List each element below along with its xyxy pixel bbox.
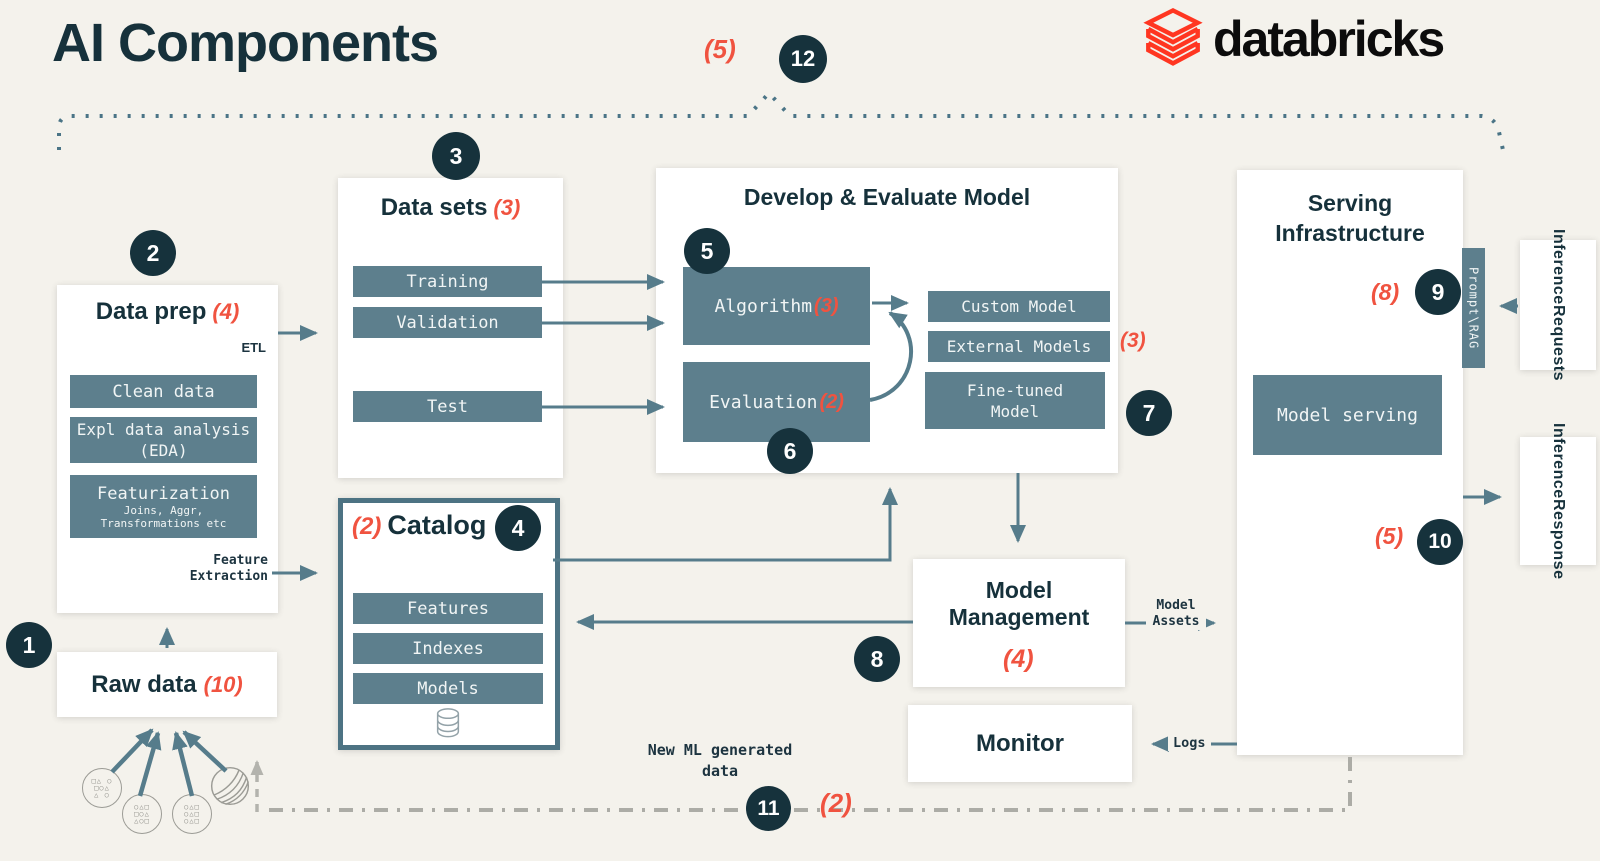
step-5: 5 xyxy=(684,228,730,274)
develop-evaluate-title: Develop & Evaluate Model xyxy=(743,184,1031,210)
raw-source-structured-icon: ○△□ ○△□ ○△□ xyxy=(172,794,212,834)
data-prep-title: Data prep xyxy=(95,298,207,325)
indexes-box: Indexes xyxy=(353,633,543,664)
data-prep-heading: Data prep (4) xyxy=(57,298,278,326)
external-models-box: External Models xyxy=(928,331,1110,362)
catalog-title: Catalog xyxy=(387,510,487,540)
glyph-row: ○△□ xyxy=(184,809,200,818)
glyph-row: □○△ xyxy=(134,809,150,818)
clean-data-box: Clean data xyxy=(70,375,257,408)
databricks-wordmark: databricks xyxy=(1213,10,1445,67)
data-sets-title: Data sets xyxy=(380,194,488,221)
etl-label: ETL xyxy=(241,340,266,355)
custom-model-box: Custom Model xyxy=(928,291,1110,322)
step-1: 1 xyxy=(6,622,52,668)
inference-response-line1: Inference xyxy=(1550,422,1567,499)
data-sets-heading: Data sets (3) xyxy=(338,194,563,222)
inference-requests-line2: Requests xyxy=(1550,304,1567,381)
inference-requests-line1: Inference xyxy=(1550,229,1567,305)
step-6: 6 xyxy=(767,428,813,474)
fine-tuned-model-label: Fine-tuned Model xyxy=(966,380,1064,421)
test-box: Test xyxy=(353,391,542,422)
step-3: 3 xyxy=(432,132,480,180)
model-management-card xyxy=(913,559,1125,687)
training-box: Training xyxy=(353,266,542,297)
serving-infrastructure-card xyxy=(1237,170,1463,755)
raw-data-note: (10) xyxy=(203,671,243,697)
serving-infrastructure-title: Serving Infrastructure xyxy=(1275,190,1425,246)
step-11: 11 xyxy=(746,786,791,831)
algorithm-note: (3) xyxy=(814,294,839,317)
step-8: 8 xyxy=(854,636,900,682)
step-4: 4 xyxy=(495,505,541,551)
databricks-logo: databricks xyxy=(1143,6,1445,71)
database-icon xyxy=(434,707,462,744)
serving-bottom-note: (5) xyxy=(1375,523,1404,549)
catalog-heading: (2) Catalog xyxy=(352,510,502,541)
feature-extraction-label: Feature Extraction xyxy=(189,553,268,584)
data-prep-note: (4) xyxy=(212,299,240,324)
step-2: 2 xyxy=(130,230,176,276)
algorithm-label: Algorithm xyxy=(714,295,813,317)
glyph-row: △○□ xyxy=(134,816,150,825)
featurization-subtitle: Joins, Aggr, Transformations etc xyxy=(100,503,227,530)
evaluation-label: Evaluation xyxy=(709,391,818,413)
inference-requests-card: Inference Requests xyxy=(1520,229,1596,381)
raw-data-card: Raw data (10) xyxy=(57,652,277,717)
note-top: (5) xyxy=(704,34,736,64)
evaluation-box: Evaluation (2) xyxy=(683,362,870,442)
eda-box: Expl data analysis (EDA) xyxy=(70,417,257,463)
prompt-rag-tab: Prompt\RAG xyxy=(1462,248,1485,368)
raw-source-stream-icon xyxy=(210,766,250,811)
validation-box: Validation xyxy=(353,307,542,338)
features-box: Features xyxy=(353,593,543,624)
step-7: 7 xyxy=(1126,390,1172,436)
algorithm-box: Algorithm (3) xyxy=(683,267,870,345)
prompt-rag-label: Prompt\RAG xyxy=(1466,266,1481,350)
logs-label: Logs xyxy=(1168,735,1211,751)
fine-tuned-model-box: Fine-tuned Model xyxy=(925,372,1105,429)
raw-source-semistructured-icon: ○△□ □○△ △○□ xyxy=(122,794,162,834)
model-serving-box: Model serving xyxy=(1253,375,1442,455)
page-title: AI Components xyxy=(52,13,439,73)
models-box: Models xyxy=(353,673,543,704)
featurization-box: Featurization Joins, Aggr, Transformatio… xyxy=(70,475,257,538)
loop-note: (2) xyxy=(820,788,852,818)
model-assets-label: Model Assets xyxy=(1146,598,1206,630)
step-10: 10 xyxy=(1417,519,1463,565)
glyph-row: □△ ○ xyxy=(91,776,113,785)
evaluation-note: (2) xyxy=(819,390,844,413)
monitor-card: Monitor xyxy=(908,705,1132,782)
monitor-title: Monitor xyxy=(976,729,1064,757)
data-sets-note: (3) xyxy=(493,195,521,220)
serving-top-note: (8) xyxy=(1371,279,1400,305)
model-management-title: Model Management xyxy=(948,577,1090,630)
featurization-title: Featurization xyxy=(96,483,231,504)
raw-data-title: Raw data xyxy=(91,670,197,698)
inference-response-card: Inference Response xyxy=(1520,423,1596,579)
model-management-note: (4) xyxy=(1003,645,1034,673)
glyph-row: ○△□ xyxy=(184,802,200,811)
new-ml-data-label: New ML generated data xyxy=(647,741,793,780)
external-models-note: (3) xyxy=(1120,329,1146,352)
glyph-row: ○△□ xyxy=(134,802,150,811)
step-12: 12 xyxy=(779,35,827,83)
databricks-logo-icon xyxy=(1143,6,1203,71)
glyph-row: △ ○ xyxy=(94,790,110,799)
step-9: 9 xyxy=(1415,269,1461,315)
glyph-row: □○△ xyxy=(94,783,110,792)
raw-source-scattered-icon: □△ ○ □○△ △ ○ xyxy=(82,768,122,808)
glyph-row: ○△□ xyxy=(184,816,200,825)
catalog-note: (2) xyxy=(352,513,382,540)
inference-response-line2: Response xyxy=(1550,498,1567,580)
